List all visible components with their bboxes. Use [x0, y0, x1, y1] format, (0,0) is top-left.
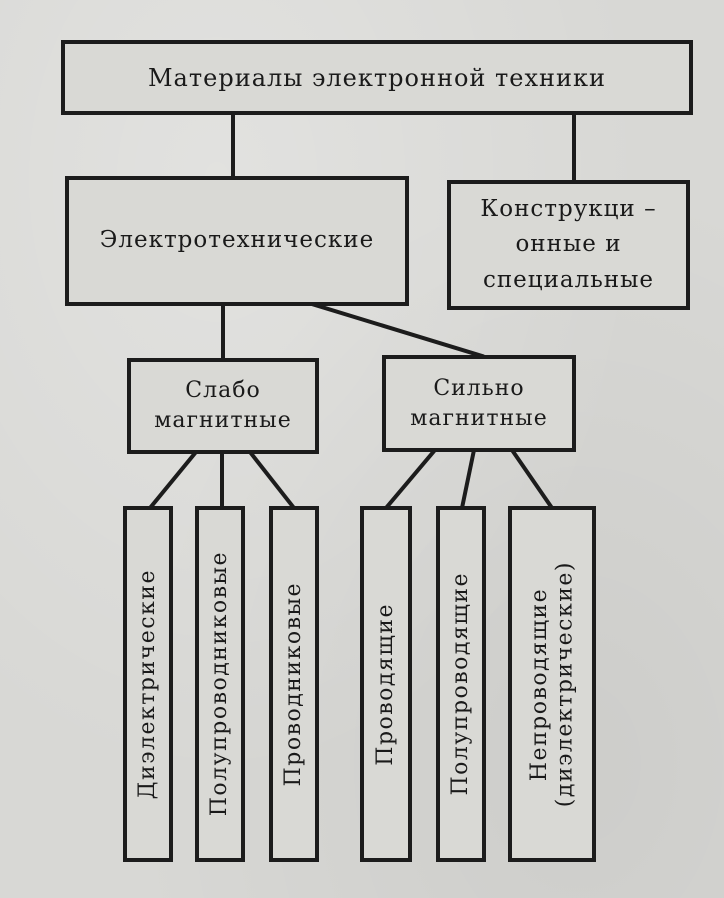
electrotechnical-box: Электротехнические — [65, 176, 409, 306]
connector-weak-dielectric — [147, 449, 199, 511]
leaf-conducting-label: Проводящие — [373, 602, 399, 766]
strong-magnetic-box: Сильно магнитные — [382, 355, 576, 452]
leaf-semiconducting-label: Полупроводящие — [448, 572, 474, 796]
strong-magnetic-label: Сильно магнитные — [410, 375, 548, 431]
connector-strong-conducting — [383, 447, 438, 511]
connector-strong-semiconducting — [459, 447, 477, 511]
weak-magnetic-label: Слабо магнитные — [154, 378, 292, 433]
root-label: Материалы электронной техники — [147, 63, 607, 92]
leaf-conducting: Проводящие — [360, 506, 412, 862]
structural-label: Конструкци – онные и специальные — [480, 195, 657, 293]
structural-box: Конструкци – онные и специальные — [447, 180, 690, 310]
leaf-dielectric: Диэлектрические — [123, 506, 173, 862]
leaf-conductor: Проводниковые — [269, 506, 319, 862]
electrotechnical-label: Электротехнические — [99, 227, 375, 254]
leaf-semiconducting: Полупроводящие — [436, 506, 486, 862]
leaf-semiconductor: Полупроводниковые — [195, 506, 245, 862]
weak-magnetic-box: Слабо магнитные — [127, 358, 319, 454]
leaf-nonconducting-label: Непроводящие (диэлектрические) — [526, 560, 577, 808]
leaf-nonconducting: Непроводящие (диэлектрические) — [508, 506, 596, 862]
connector-strong-nonconducting — [509, 447, 555, 511]
connector-electrotechnical-strong — [309, 301, 485, 359]
leaf-dielectric-label: Диэлектрические — [135, 568, 161, 800]
root-box: Материалы электронной техники — [61, 40, 693, 115]
leaf-conductor-label: Проводниковые — [281, 581, 307, 787]
leaf-semiconductor-label: Полупроводниковые — [207, 551, 233, 817]
connector-weak-conductor — [247, 449, 297, 511]
